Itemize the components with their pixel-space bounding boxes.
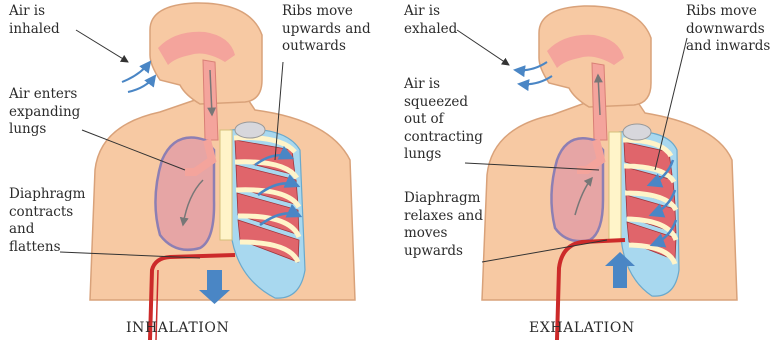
exhalation-caption: EXHALATION [529, 320, 635, 336]
heart [623, 124, 651, 140]
label-diaphragm-contracts: Diaphragm contracts and flattens [9, 186, 85, 256]
label-air-enters-lungs: Air enters expanding lungs [9, 86, 80, 139]
left-lung [551, 138, 603, 241]
label-ribs-up-out: Ribs move upwards and outwards [282, 3, 371, 56]
label-ribs-down-in: Ribs move downwards and inwards [686, 3, 770, 56]
label-air-inhaled: Air is inhaled [9, 3, 60, 38]
left-lung [155, 138, 214, 250]
exhalation-panel: Air is exhaled Air is squeezed out of co… [387, 0, 774, 344]
inhalation-caption: INHALATION [126, 320, 229, 336]
label-diaphragm-relaxes: Diaphragm relaxes and moves upwards [404, 190, 483, 260]
label-air-squeezed-out: Air is squeezed out of contracting lungs [404, 76, 483, 164]
sternum [609, 132, 621, 240]
sternum [220, 130, 232, 240]
label-air-exhaled: Air is exhaled [404, 3, 457, 38]
heart [235, 122, 265, 138]
inhalation-panel: Air is inhaled Air enters expanding lung… [0, 0, 387, 344]
